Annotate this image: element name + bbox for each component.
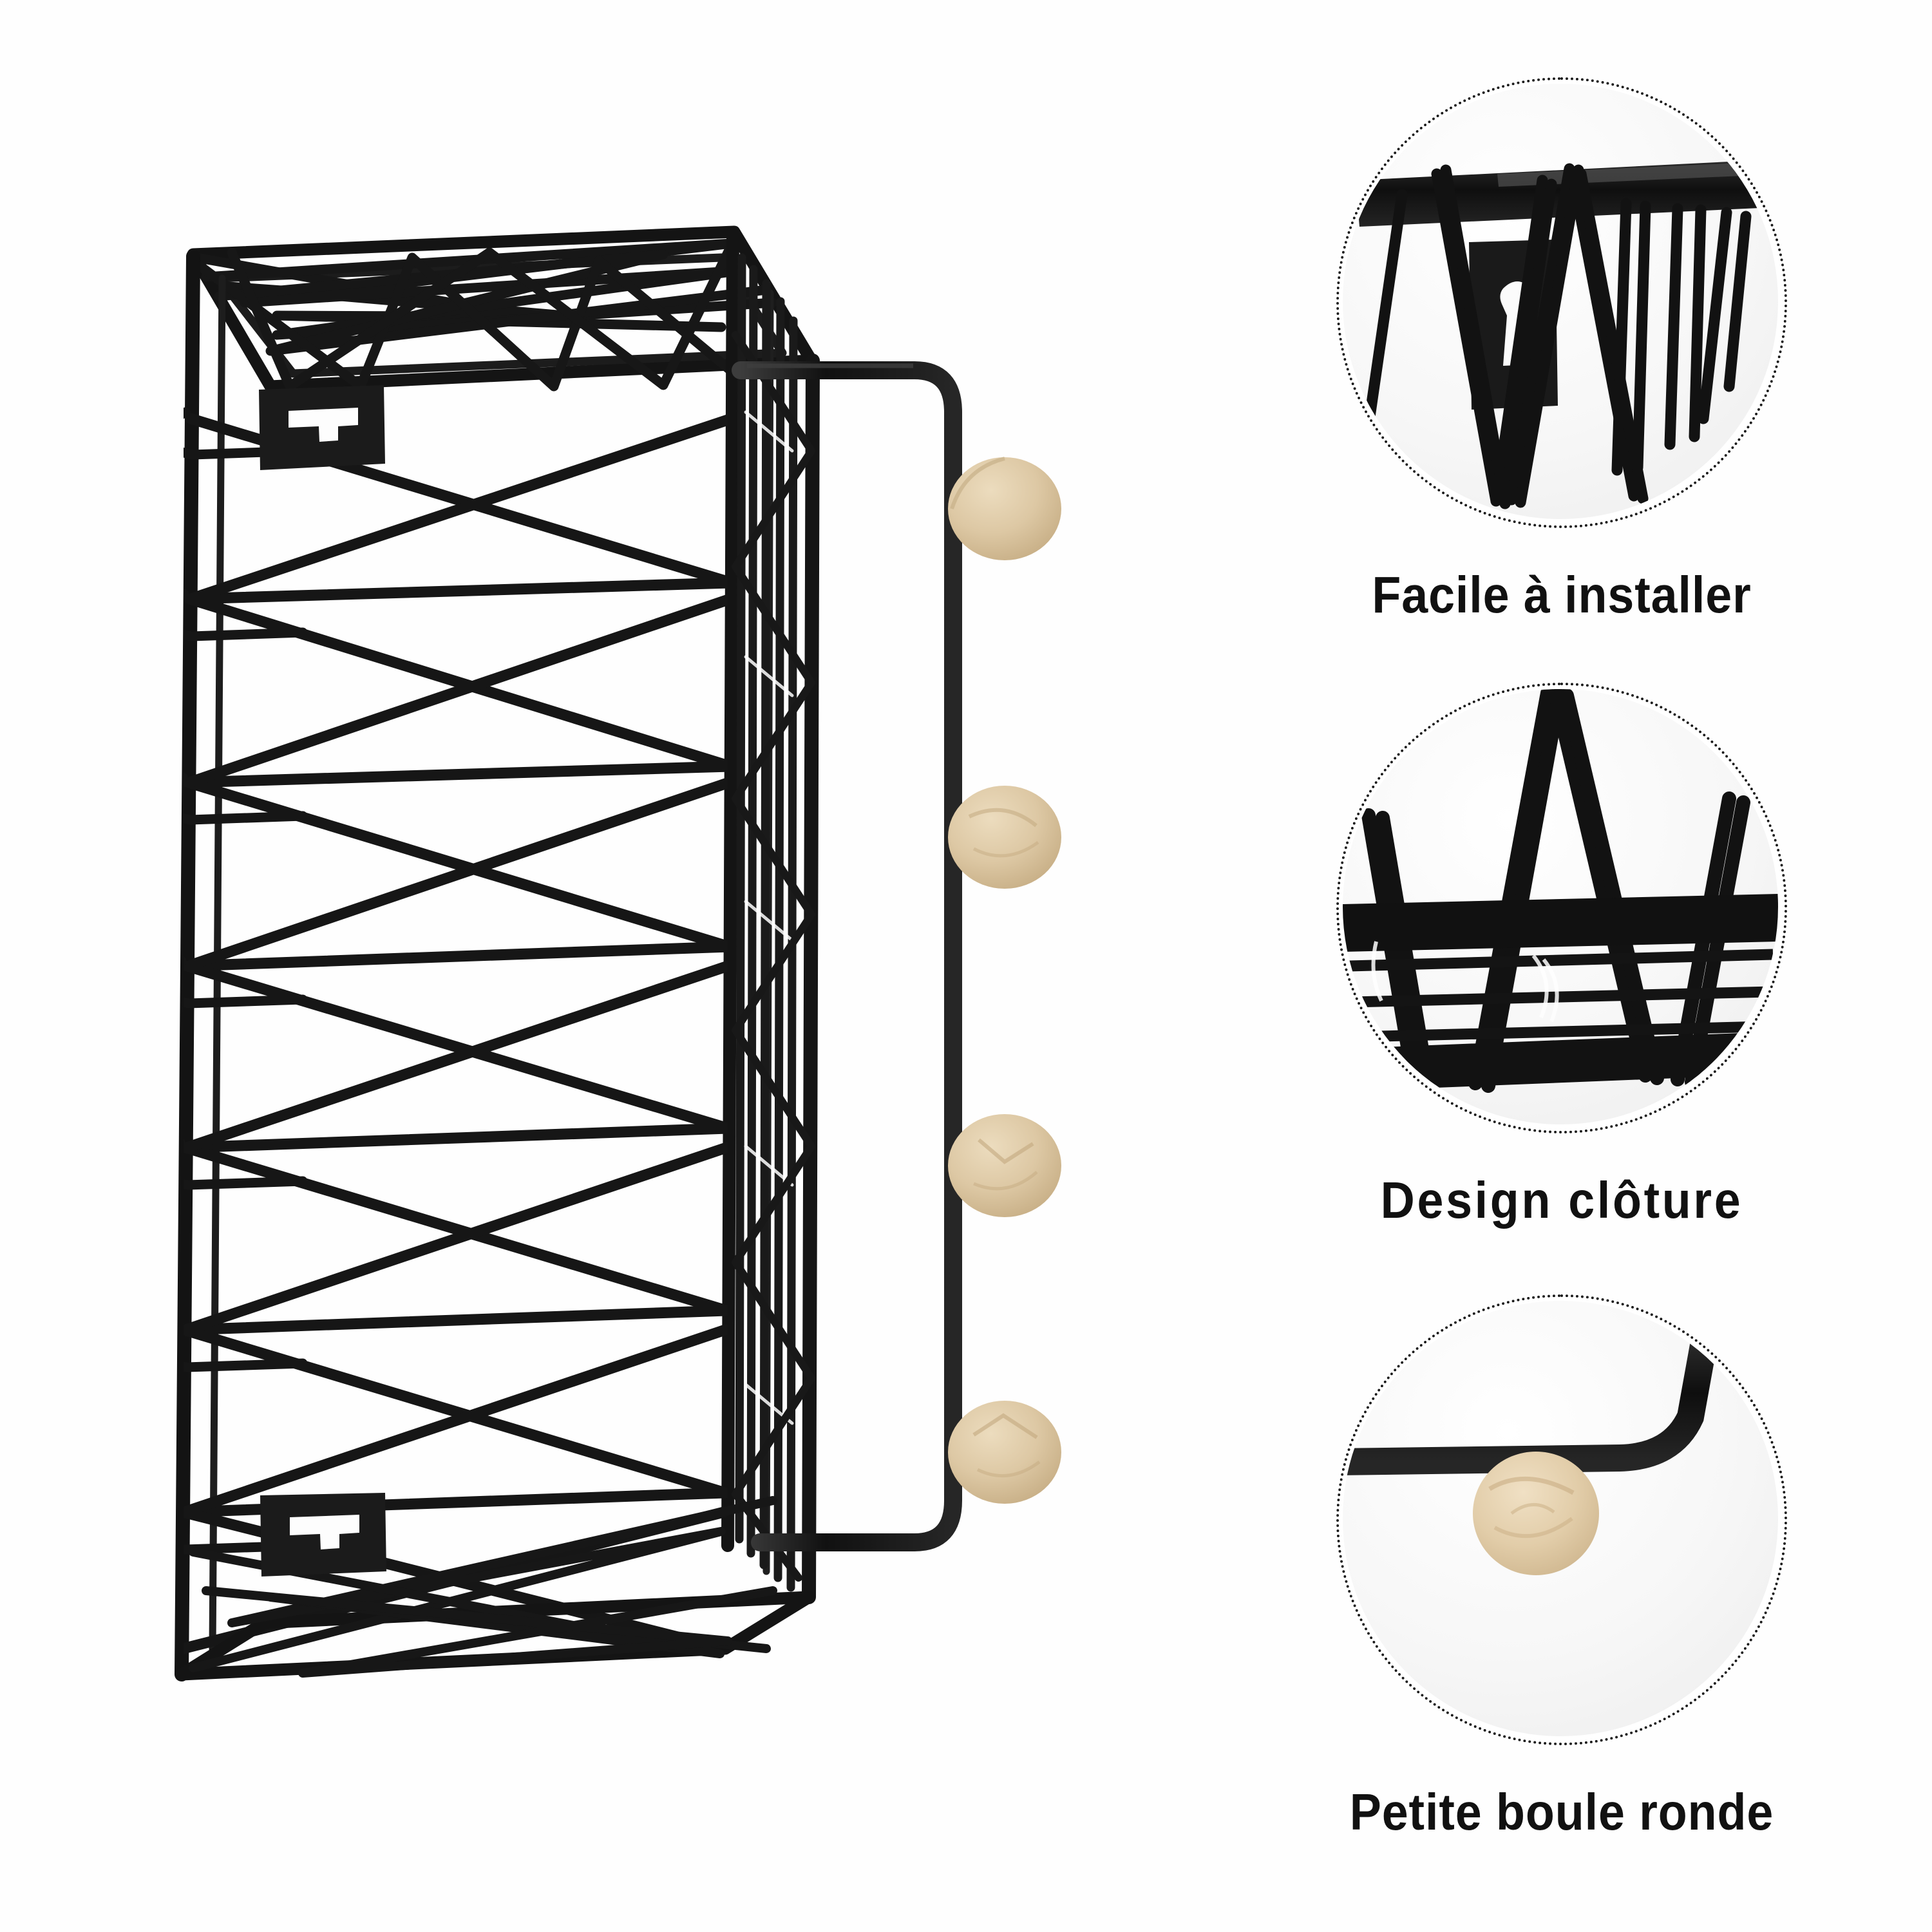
basket-right-back-post [802, 354, 820, 1604]
wire-basket-illustration [175, 225, 1061, 1681]
detail-photo-keyhole-bracket [1343, 84, 1778, 519]
product-hero-image [175, 225, 1061, 1681]
feature-caption-design-cloture: Design clôture [1380, 1171, 1743, 1229]
detail-photo-wooden-knob [1343, 1301, 1778, 1736]
feature-item-petite-boule-ronde: Petite boule ronde [1191, 1294, 1932, 1838]
wooden-knob-3 [948, 1114, 1061, 1217]
feature-item-facile-a-installer: Facile à installer [1191, 77, 1932, 621]
basket-right-front-post [721, 227, 739, 1552]
feature-circle-design-cloture [1336, 683, 1787, 1133]
feature-item-design-cloture: Design clôture [1191, 683, 1932, 1226]
knob-rail-bar [732, 361, 962, 1551]
wooden-knob-4 [948, 1401, 1061, 1504]
feature-circle-petite-boule-ronde [1336, 1294, 1787, 1745]
feature-column: Facile à installer [1191, 0, 1932, 1932]
keyhole-mounting-bracket-bottom [260, 1493, 386, 1577]
feature-caption-facile-a-installer: Facile à installer [1372, 566, 1752, 623]
wooden-knob-2 [948, 786, 1061, 889]
wooden-knob-1 [948, 457, 1061, 560]
feature-caption-petite-boule-ronde: Petite boule ronde [1349, 1783, 1774, 1841]
feature-circle-facile-a-installer [1336, 77, 1787, 528]
keyhole-mounting-bracket-top [259, 385, 385, 470]
detail-photo-fence-pattern [1343, 689, 1778, 1124]
